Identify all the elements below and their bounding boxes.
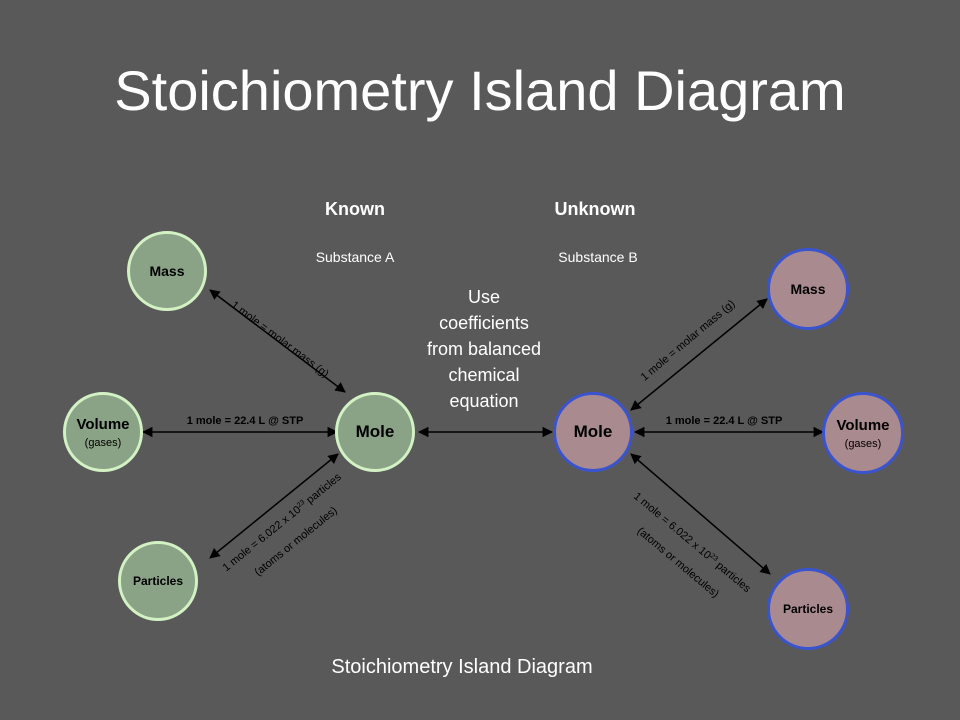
known-volume-node: Volume (gases) — [63, 392, 143, 472]
coefficient-note-line: Use — [467, 287, 500, 307]
unknown-volume-node: Volume (gases) — [822, 392, 904, 474]
unknown-mole-node: Mole — [553, 392, 633, 472]
node-sublabel: (gases) — [84, 436, 122, 449]
arrow-right-mole-mass — [630, 298, 768, 411]
relation-molar-mass-right: 1 mole = molar mass (g) — [639, 298, 738, 384]
coefficient-note-line: equation — [449, 391, 519, 411]
relation-particles-left-exp: 23 — [296, 499, 307, 509]
node-label: Volume — [76, 415, 130, 433]
known-heading: Known — [325, 199, 385, 219]
unknown-mass-node: Mass — [767, 248, 849, 330]
arrow-left-particles-mole — [209, 453, 339, 559]
relation-particles-right-exp: 23 — [709, 553, 720, 563]
node-label: Volume — [836, 416, 890, 434]
coefficient-note-line: coefficients — [439, 313, 529, 333]
coefficient-note-line: from balanced — [426, 339, 542, 359]
known-mole-node: Mole — [335, 392, 415, 472]
relation-particles-left-tail: particles — [302, 471, 344, 508]
relation-stp-right: 1 mole = 22.4 L @ STP — [666, 415, 783, 427]
diagram-title: Stoichiometry Island Diagram — [114, 59, 846, 122]
node-label: Mass — [790, 281, 826, 297]
unknown-substance-label: Substance B — [558, 249, 638, 265]
known-mass-node: Mass — [127, 231, 207, 311]
node-label: Mole — [355, 422, 395, 441]
node-label: Particles — [132, 574, 184, 588]
node-label: Mole — [573, 422, 613, 441]
relation-molar-mass-left: 1 mole = molar mass (g) — [229, 299, 331, 380]
unknown-particles-node: Particles — [767, 568, 849, 650]
arrow-left-mass-mole — [209, 289, 346, 393]
diagram-caption: Stoichiometry Island Diagram — [331, 656, 593, 678]
node-sublabel: (gases) — [844, 437, 882, 450]
arrow-right-mole-particles — [630, 453, 771, 575]
coefficient-note: Use coefficients from balanced chemical … — [404, 284, 564, 414]
node-label: Particles — [782, 602, 834, 616]
known-substance-label: Substance A — [315, 249, 395, 265]
coefficient-note-line: chemical — [448, 365, 520, 385]
unknown-heading: Unknown — [554, 199, 636, 219]
known-particles-node: Particles — [118, 541, 198, 621]
relation-stp-left: 1 mole = 22.4 L @ STP — [187, 415, 304, 427]
node-label: Mass — [149, 263, 185, 279]
